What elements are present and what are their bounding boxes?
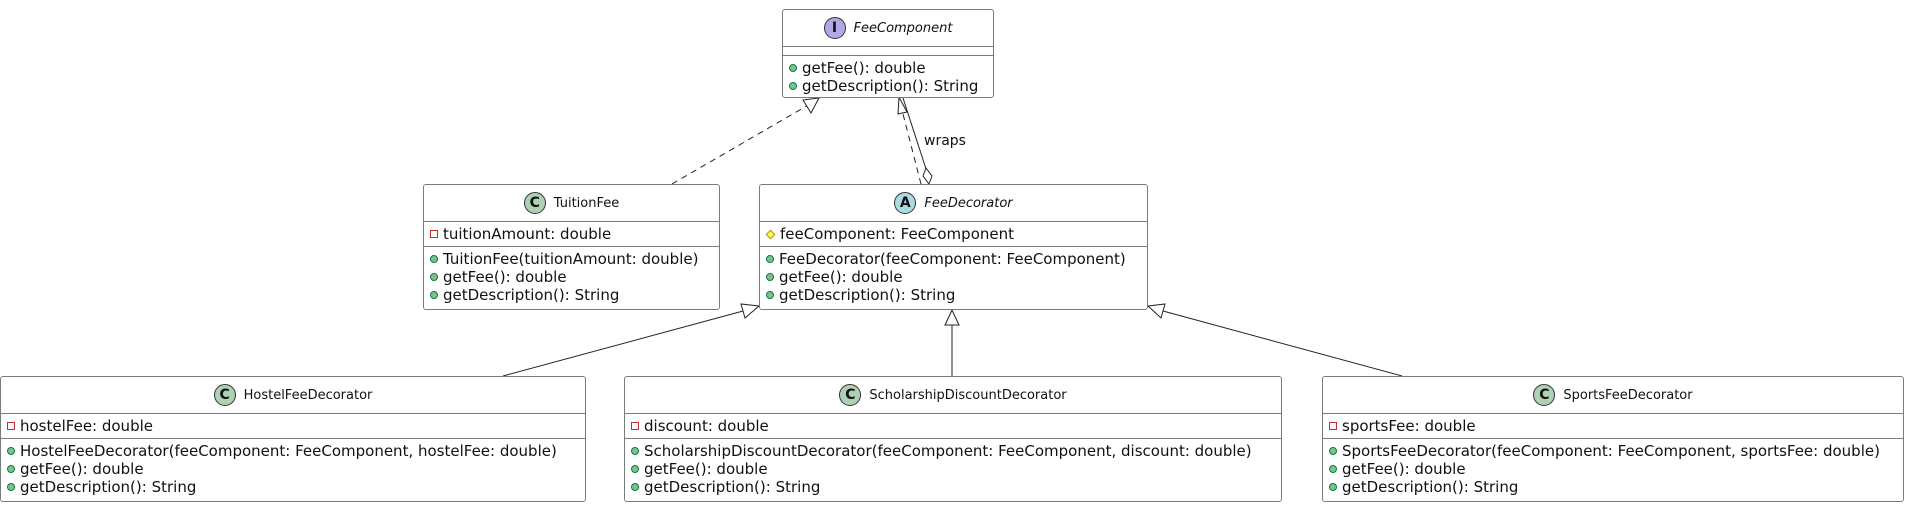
class-badge-icon: C (1533, 384, 1556, 406)
class-box-scholarship-discount-decorator[interactable]: C ScholarshipDiscountDecorator discount:… (624, 376, 1282, 502)
public-visibility-icon (1329, 465, 1337, 473)
attribute-row: sportsFee: double (1323, 417, 1903, 435)
method-row: ScholarshipDiscountDecorator(feeComponen… (625, 442, 1281, 460)
sports-generalization-line (1162, 310, 1403, 377)
class-name: TuitionFee (553, 195, 620, 211)
class-header: C TuitionFee (424, 185, 719, 221)
method-row: HostelFeeDecorator(feeComponent: FeeComp… (1, 442, 585, 460)
public-visibility-icon (430, 291, 438, 299)
class-box-hostel-fee-decorator[interactable]: C HostelFeeDecorator hostelFee: double H… (0, 376, 586, 502)
method-row: getFee(): double (783, 59, 993, 77)
method-row: TuitionFee(tuitionAmount: double) (424, 250, 719, 268)
class-header: C ScholarshipDiscountDecorator (625, 377, 1281, 413)
attributes-compartment: sportsFee: double (1323, 413, 1903, 438)
public-visibility-icon (631, 465, 639, 473)
public-visibility-icon (1329, 447, 1337, 455)
class-badge-icon: C (523, 192, 546, 214)
hostel-generalization-arrowhead (740, 303, 761, 319)
class-header: A FeeDecorator (760, 185, 1147, 221)
public-visibility-icon (766, 273, 774, 281)
class-badge-icon: C (213, 384, 236, 406)
attribute-row: hostelFee: double (1, 417, 585, 435)
decorator-realization-line (902, 113, 922, 185)
decorator-realization-arrowhead (897, 95, 908, 115)
public-visibility-icon (789, 64, 797, 72)
attributes-compartment: tuitionAmount: double (424, 221, 719, 246)
protected-visibility-icon (765, 229, 776, 239)
methods-compartment: ScholarshipDiscountDecorator(feeComponen… (625, 438, 1281, 499)
private-visibility-icon (430, 230, 438, 238)
methods-compartment: getFee(): double getDescription(): Strin… (783, 55, 993, 98)
attributes-compartment: hostelFee: double (1, 413, 585, 438)
method-row: getDescription(): String (1323, 478, 1903, 496)
interface-badge-icon: I (823, 17, 846, 39)
public-visibility-icon (1329, 483, 1337, 491)
class-header: C HostelFeeDecorator (1, 377, 585, 413)
class-header: I FeeComponent (783, 10, 993, 46)
class-name: HostelFeeDecorator (243, 387, 373, 403)
method-row: getDescription(): String (625, 478, 1281, 496)
scholarship-generalization-arrowhead (944, 308, 960, 326)
class-name: FeeDecorator (924, 195, 1013, 211)
attribute-row: tuitionAmount: double (424, 225, 719, 243)
public-visibility-icon (631, 483, 639, 491)
class-name: FeeComponent (853, 20, 953, 36)
tuition-realization-arrowhead (802, 97, 820, 115)
attributes-compartment: discount: double (625, 413, 1281, 438)
method-row: getDescription(): String (760, 286, 1147, 304)
method-row: getDescription(): String (783, 77, 993, 95)
public-visibility-icon (7, 483, 15, 491)
public-visibility-icon (430, 273, 438, 281)
method-row: FeeDecorator(feeComponent: FeeComponent) (760, 250, 1147, 268)
class-badge-icon: C (839, 384, 862, 406)
attributes-compartment: feeComponent: FeeComponent (760, 221, 1147, 246)
class-box-fee-decorator[interactable]: A FeeDecorator feeComponent: FeeComponen… (759, 184, 1148, 310)
method-row: getFee(): double (424, 268, 719, 286)
attribute-row: feeComponent: FeeComponent (760, 225, 1147, 243)
wraps-aggregation-diamond (922, 166, 933, 186)
public-visibility-icon (789, 82, 797, 90)
public-visibility-icon (766, 291, 774, 299)
public-visibility-icon (766, 255, 774, 263)
method-row: getDescription(): String (1, 478, 585, 496)
method-row: getFee(): double (1, 460, 585, 478)
class-header: C SportsFeeDecorator (1323, 377, 1903, 413)
method-row: getFee(): double (625, 460, 1281, 478)
wraps-aggregation-line (902, 97, 928, 173)
method-row: getFee(): double (760, 268, 1147, 286)
class-box-tuition-fee[interactable]: C TuitionFee tuitionAmount: double Tuiti… (423, 184, 720, 310)
class-name: SportsFeeDecorator (1563, 387, 1693, 403)
attribute-row: discount: double (625, 417, 1281, 435)
methods-compartment: FeeDecorator(feeComponent: FeeComponent)… (760, 246, 1147, 307)
class-name: ScholarshipDiscountDecorator (869, 387, 1067, 403)
public-visibility-icon (631, 447, 639, 455)
methods-compartment: SportsFeeDecorator(feeComponent: FeeComp… (1323, 438, 1903, 499)
tuition-realization-line (671, 103, 811, 185)
private-visibility-icon (631, 422, 639, 430)
method-row: getFee(): double (1323, 460, 1903, 478)
method-row: SportsFeeDecorator(feeComponent: FeeComp… (1323, 442, 1903, 460)
public-visibility-icon (430, 255, 438, 263)
sports-generalization-arrowhead (1146, 303, 1166, 319)
attributes-compartment (783, 46, 993, 55)
public-visibility-icon (7, 447, 15, 455)
hostel-generalization-line (502, 310, 744, 377)
methods-compartment: HostelFeeDecorator(feeComponent: FeeComp… (1, 438, 585, 499)
methods-compartment: TuitionFee(tuitionAmount: double) getFee… (424, 246, 719, 307)
class-box-sports-fee-decorator[interactable]: C SportsFeeDecorator sportsFee: double S… (1322, 376, 1904, 502)
private-visibility-icon (7, 422, 15, 430)
abstract-badge-icon: A (894, 192, 917, 214)
public-visibility-icon (7, 465, 15, 473)
class-box-fee-component[interactable]: I FeeComponent getFee(): double getDescr… (782, 9, 994, 98)
method-row: getDescription(): String (424, 286, 719, 304)
wraps-label: wraps (924, 133, 966, 149)
private-visibility-icon (1329, 422, 1337, 430)
